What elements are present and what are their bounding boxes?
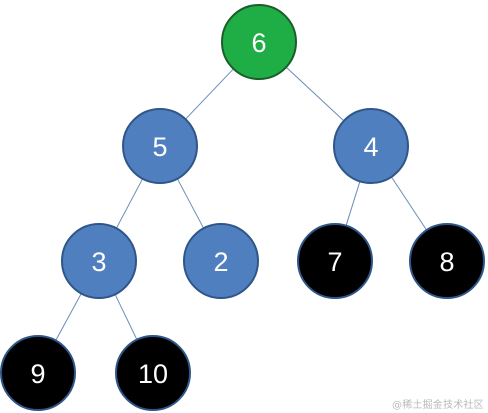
tree-node-label: 8 <box>439 247 454 277</box>
tree-node-label: 2 <box>213 247 228 277</box>
tree-node-circle <box>0 335 76 411</box>
tree-node-circle <box>122 108 198 184</box>
tree-node-label: 7 <box>327 247 342 277</box>
tree-edge-n3-n10 <box>114 294 138 340</box>
tree-node-n10: 10 <box>115 335 191 411</box>
tree-node-n9: 9 <box>0 335 76 411</box>
tree-edge-n5-n2 <box>176 178 205 229</box>
tree-edges <box>55 66 428 341</box>
tree-nodes: 6 5 4 3 2 7 8 9 10 <box>0 4 485 411</box>
tree-node-label: 9 <box>30 359 45 389</box>
tree-node-label: 6 <box>251 28 266 58</box>
watermark: @稀土掘金技术社区 <box>392 400 484 411</box>
tree-edge-n4-n7 <box>345 181 361 226</box>
tree-node-n7: 7 <box>297 223 373 299</box>
tree-node-label: 4 <box>363 132 378 162</box>
tree-node-circle <box>333 108 409 184</box>
tree-edge-n3-n9 <box>55 293 82 341</box>
tree-node-label: 3 <box>91 247 106 277</box>
tree-node-n3: 3 <box>61 223 137 299</box>
tree-edge-n6-n5 <box>185 68 234 120</box>
tree-node-circle <box>297 223 373 299</box>
tree-node-label: 5 <box>152 132 167 162</box>
tree-node-circle <box>409 223 485 299</box>
tree-edge-n5-n3 <box>115 178 144 229</box>
tree-edge-n4-n8 <box>390 176 428 231</box>
tree-node-n4: 4 <box>333 108 409 184</box>
tree-edge-n6-n4 <box>285 66 345 122</box>
tree-node-n5: 5 <box>122 108 198 184</box>
tree-node-label: 10 <box>138 359 168 389</box>
tree-node-circle <box>183 223 259 299</box>
tree-node-circle <box>221 4 297 80</box>
tree-node-n6: 6 <box>221 4 297 80</box>
tree-node-n8: 8 <box>409 223 485 299</box>
tree-node-circle <box>115 335 191 411</box>
tree-node-circle <box>61 223 137 299</box>
tree-node-n2: 2 <box>183 223 259 299</box>
